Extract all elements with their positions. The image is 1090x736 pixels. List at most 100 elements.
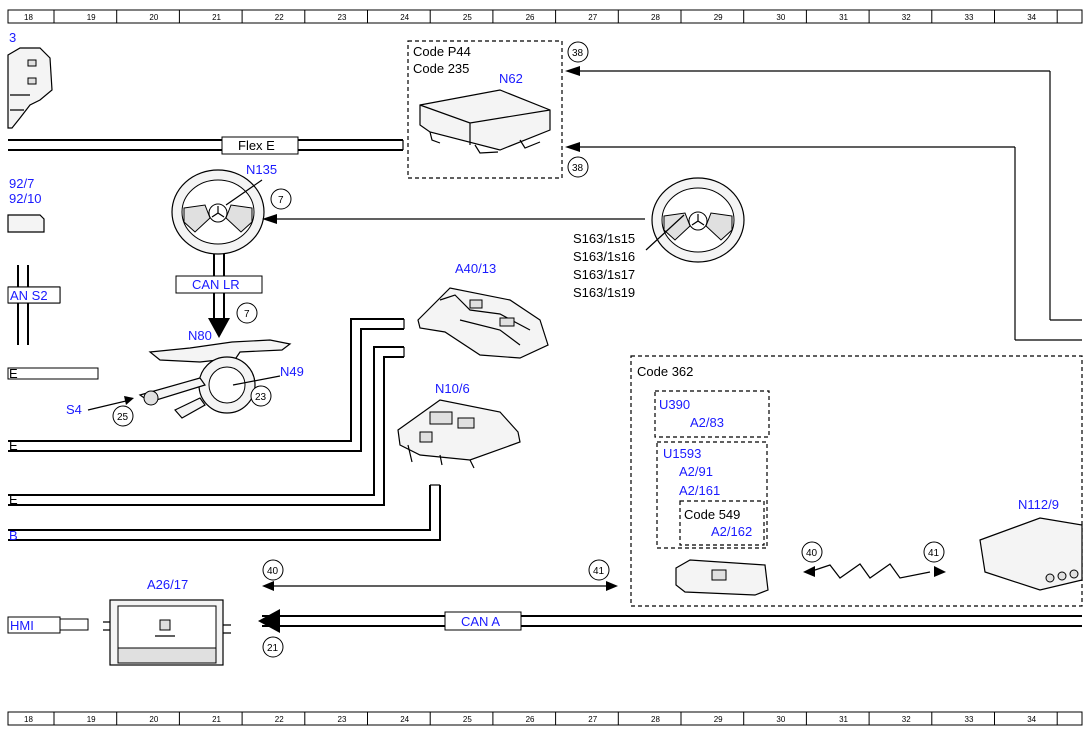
top-ruler-number: 19	[87, 13, 96, 22]
svg-text:41: 41	[928, 548, 940, 559]
svg-text:7: 7	[244, 309, 250, 320]
circle-40-right: 40	[801, 541, 823, 563]
n135-label: N135	[246, 162, 277, 177]
svg-text:40: 40	[806, 548, 818, 559]
code-362-group: Code 362 U390 A2/83 U1593 A2/91 A2/161 C…	[630, 355, 1083, 607]
top-ruler-number: 33	[965, 13, 974, 22]
code-235-label: Code 235	[413, 61, 469, 76]
a40-13-module: A40/13	[417, 261, 549, 359]
circle-41-left: 41	[588, 559, 610, 581]
svg-text:HMI: HMI	[10, 618, 34, 633]
top-ruler-number: 34	[1027, 13, 1036, 22]
bottom-ruler-number: 23	[338, 715, 347, 724]
bottom-ruler-number: 18	[24, 715, 33, 724]
svg-text:A2/162: A2/162	[711, 524, 752, 539]
top-ruler-number: 27	[588, 13, 597, 22]
svg-text:Code 549: Code 549	[684, 507, 740, 522]
circle-25: 25	[112, 405, 134, 427]
bottom-ruler-number: 25	[463, 715, 472, 724]
svg-text:E: E	[9, 438, 18, 453]
top-ruler-number: 28	[651, 13, 660, 22]
svg-text:7: 7	[278, 195, 284, 206]
svg-text:A2/91: A2/91	[679, 464, 713, 479]
n80-n49-module: N80 N49 S4	[66, 328, 304, 419]
bottom-ruler-number: 24	[400, 715, 409, 724]
svg-text:E: E	[9, 366, 18, 381]
svg-text:S163/1s17: S163/1s17	[573, 267, 635, 282]
svg-text:S163/1s19: S163/1s19	[573, 285, 635, 300]
svg-text:A26/17: A26/17	[147, 577, 188, 592]
circle-41-right: 41	[923, 541, 945, 563]
n62-label: N62	[499, 71, 523, 86]
flex-e-label: Flex E	[238, 138, 275, 153]
partial-component-92: 92/7 92/10	[7, 176, 45, 233]
svg-text:S163/1s16: S163/1s16	[573, 249, 635, 264]
bottom-ruler-number: 28	[651, 715, 660, 724]
can-lr-bus: CAN LR	[175, 254, 263, 338]
top-ruler-number: 26	[526, 13, 535, 22]
bottom-ruler-number: 26	[526, 715, 535, 724]
svg-text:N10/6: N10/6	[435, 381, 470, 396]
top-ruler-number: 20	[149, 13, 158, 22]
n80-label: N80	[188, 328, 212, 343]
top-ruler-number: 29	[714, 13, 723, 22]
circle-38-top: 38	[567, 41, 589, 63]
can-lr-label: CAN LR	[192, 277, 240, 292]
top-ruler-number: 30	[776, 13, 785, 22]
partial-left-endpoints: E E E B	[7, 366, 99, 543]
hmi-bus: HMI	[7, 616, 89, 634]
bottom-ruler-number: 30	[776, 715, 785, 724]
bottom-ruler-number: 32	[902, 715, 911, 724]
svg-text:Code 362: Code 362	[637, 364, 693, 379]
top-ruler-number: 18	[24, 13, 33, 22]
svg-text:23: 23	[255, 392, 267, 403]
bottom-ruler-number: 20	[149, 715, 158, 724]
svg-text:S163/1s15: S163/1s15	[573, 231, 635, 246]
top-ruler-number: 25	[463, 13, 472, 22]
a40-bus-lines	[8, 318, 441, 541]
bottom-ruler-number: 22	[275, 715, 284, 724]
code-p44-label: Code P44	[413, 44, 471, 59]
top-ruler-number: 23	[338, 13, 347, 22]
n62-module: Code P44 Code 235 N62	[407, 40, 563, 179]
svg-text:38: 38	[572, 48, 584, 59]
svg-text:40: 40	[267, 566, 279, 577]
svg-text:92/7: 92/7	[9, 176, 34, 191]
bottom-ruler-number: 34	[1027, 715, 1036, 724]
svg-text:B: B	[9, 528, 18, 543]
circle-7-steer: 7	[270, 188, 292, 210]
link-40-41	[262, 581, 618, 591]
bottom-ruler-number: 29	[714, 715, 723, 724]
svg-text:38: 38	[572, 163, 584, 174]
bottom-ruler-number: 27	[588, 715, 597, 724]
n62-right-wiring	[565, 66, 1082, 341]
circle-38-bottom: 38	[567, 156, 589, 178]
circle-7-arrow: 7	[236, 302, 258, 324]
svg-text:E: E	[9, 492, 18, 507]
n49-label: N49	[280, 364, 304, 379]
bottom-ruler-number: 19	[87, 715, 96, 724]
top-ruler-number: 22	[275, 13, 284, 22]
n135-steering-wheel: N135	[171, 162, 277, 255]
bottom-ruler-number: 21	[212, 715, 221, 724]
svg-text:U1593: U1593	[663, 446, 701, 461]
svg-text:N112/9: N112/9	[1018, 497, 1059, 512]
top-ruler-number: 24	[400, 13, 409, 22]
svg-text:41: 41	[593, 566, 605, 577]
svg-text:AN S2: AN S2	[10, 288, 48, 303]
svg-text:A40/13: A40/13	[455, 261, 496, 276]
steering-wheel-arrow	[262, 214, 645, 224]
circle-40-left: 40	[262, 559, 284, 581]
a26-17-module: A26/17	[103, 577, 231, 666]
top-ruler-number: 21	[212, 13, 221, 22]
svg-text:U390: U390	[659, 397, 690, 412]
can-a-label: CAN A	[461, 614, 500, 629]
s163-steering-wheel: S163/1s15 S163/1s16 S163/1s17 S163/1s19	[573, 177, 745, 300]
partial-label-3: 3	[9, 30, 16, 45]
top-ruler-number: 32	[902, 13, 911, 22]
partial-component-top-left: 3	[7, 30, 53, 129]
